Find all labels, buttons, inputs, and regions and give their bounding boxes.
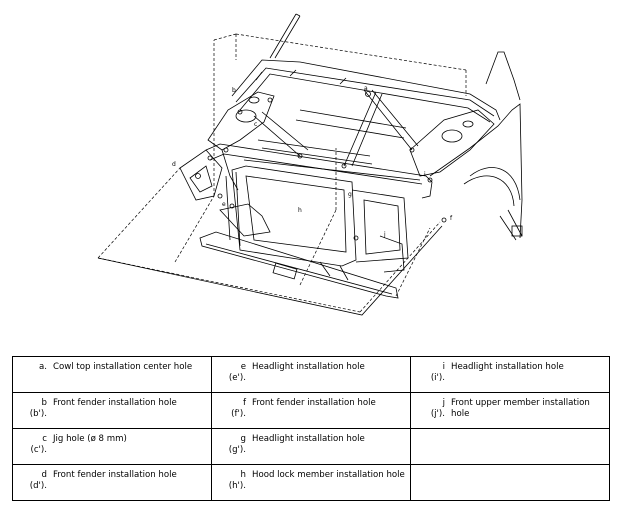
- inner-fender-right: [409, 109, 495, 177]
- cowl-top: [231, 59, 501, 123]
- callout-i: i: [424, 171, 426, 178]
- legend-key: d(d').: [29, 470, 47, 491]
- a-pillar-left: [269, 13, 301, 59]
- legend-description: Front upper member installation hole: [451, 398, 590, 419]
- legend-description: [451, 429, 609, 434]
- callout-f: f: [450, 215, 453, 222]
- legend-row: b(b'). Front fender installation hole f(…: [12, 392, 610, 429]
- legend-description: Headlight installation hole: [252, 362, 365, 372]
- a-pillar-right: [485, 51, 521, 101]
- side-members: [243, 89, 421, 181]
- callout-g: g: [348, 191, 352, 198]
- lower-structure: [219, 203, 405, 281]
- legend-key: c(c').: [30, 434, 47, 455]
- radiator-support: [205, 143, 433, 267]
- callout-labels: a b c d e f g h i j: [172, 85, 453, 238]
- callout-a: a: [364, 85, 368, 92]
- legend-key: e(e').: [228, 362, 246, 383]
- legend-description: Front fender installation hole: [252, 398, 376, 408]
- callout-c: c: [254, 121, 257, 128]
- bumper-reinforcement: [199, 231, 399, 299]
- legend-key: a.: [39, 362, 47, 372]
- legend-description: Front fender installation hole: [53, 398, 177, 408]
- callout-b: b: [232, 87, 236, 94]
- callout-e: e: [222, 201, 226, 208]
- callout-d: d: [172, 161, 176, 168]
- legend-description: Headlight installation hole: [252, 434, 365, 444]
- legend-row: a. Cowl top installation center hole e(e…: [12, 356, 610, 393]
- legend-description: Cowl top installation center hole: [53, 362, 193, 372]
- legend-key: b(b').: [29, 398, 47, 419]
- legend-description: Jig hole (ø 8 mm): [53, 434, 127, 444]
- legend-row: c(c'). Jig hole (ø 8 mm) g(g'). Headligh…: [12, 428, 610, 465]
- legend-key: f(f').: [231, 398, 246, 419]
- hole-markers: [207, 91, 447, 241]
- legend-key: g(g').: [228, 434, 246, 455]
- callout-j: j: [383, 231, 386, 238]
- callout-h: h: [298, 207, 302, 214]
- legend-key: [411, 429, 451, 434]
- headlight-mount-left: [179, 149, 223, 201]
- legend-key: [411, 465, 451, 470]
- legend-row: d(d'). Front fender installation hole h(…: [12, 464, 610, 501]
- legend-description: Front fender installation hole: [53, 470, 177, 480]
- legend-key: i(i').: [430, 362, 445, 383]
- floor-lines: [97, 225, 443, 316]
- fender-right: [429, 103, 523, 241]
- legend-key: j(j').: [430, 398, 445, 419]
- legend-description: Headlight installation hole: [451, 362, 564, 372]
- legend-description: [451, 465, 609, 470]
- projection-lines: [97, 33, 467, 313]
- legend-key: h(h').: [228, 470, 246, 491]
- legend-table: a. Cowl top installation center hole e(e…: [12, 356, 610, 501]
- legend-description: Hood lock member installation hole: [252, 470, 405, 480]
- front-body-diagram: a b c d e f g h i j: [97, 13, 523, 316]
